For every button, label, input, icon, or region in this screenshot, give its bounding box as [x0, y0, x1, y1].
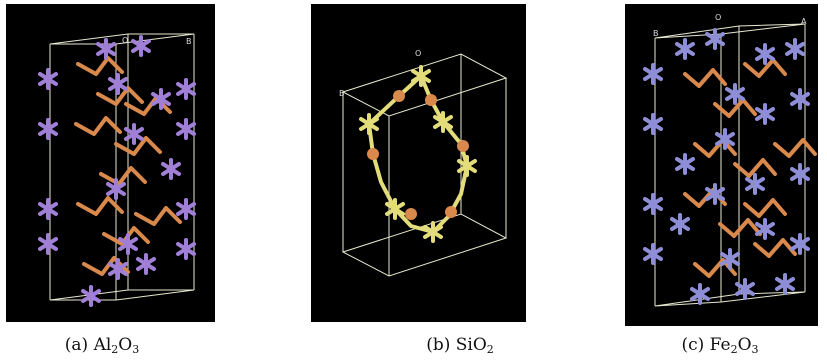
al2o3-structure: O B — [38, 33, 196, 307]
atom-cluster — [643, 28, 817, 305]
fe2o3-crystal-image: O B A — [625, 4, 818, 326]
atom-cluster — [38, 35, 196, 307]
caption-a: (a) Al2O3 — [64, 335, 140, 356]
sio2-crystal-image: O B — [311, 4, 526, 322]
caption-b: (b) SiO2 — [426, 335, 494, 356]
axis-label-b: B — [186, 37, 192, 46]
axis-label-a: A — [801, 17, 807, 26]
axis-label-b: B — [339, 89, 345, 98]
axis-label-o: O — [122, 36, 128, 45]
sio2-structure: O B — [339, 49, 508, 277]
fe2o3-structure: O B A — [643, 13, 817, 307]
axis-label-b: B — [653, 29, 659, 38]
axis-label-o: O — [415, 49, 421, 58]
axis-label-o: O — [715, 13, 721, 22]
caption-c: (c) Fe2O3 — [681, 335, 759, 356]
al2o3-crystal-image: O B — [6, 4, 215, 322]
atom-ring — [359, 65, 477, 243]
